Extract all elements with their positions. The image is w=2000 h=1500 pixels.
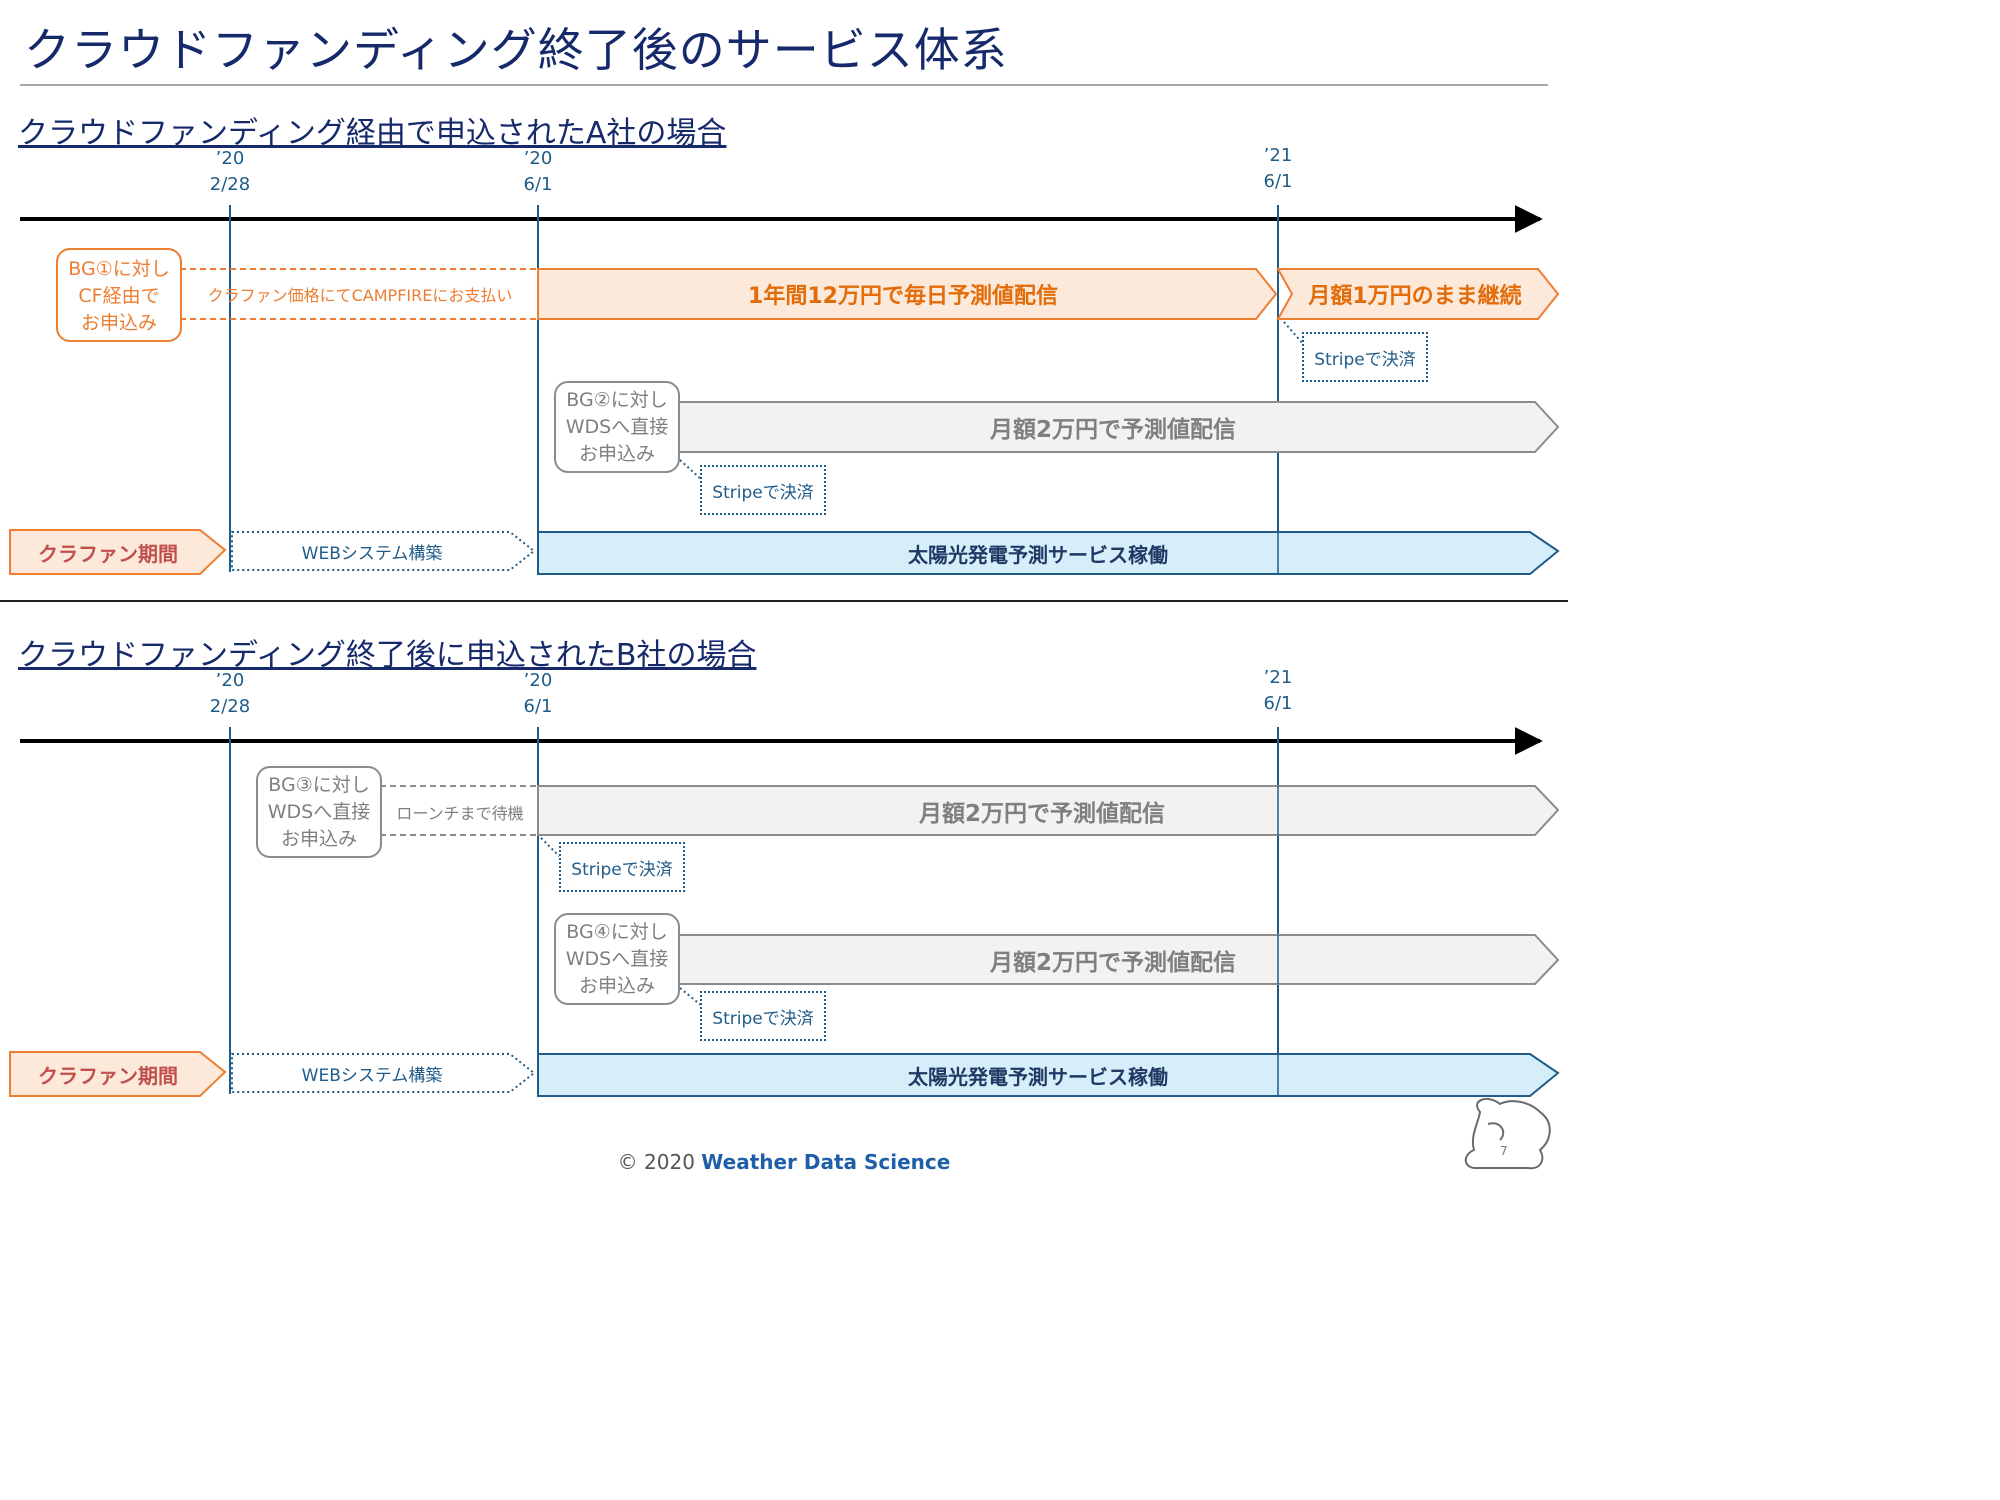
stripe-connector-b2 xyxy=(679,987,703,1007)
continue-monthly-label: 月額1万円のまま継続 xyxy=(1308,284,1522,309)
one-year-arrow xyxy=(537,268,1278,320)
date-label-a-0601-20: ’20 6/1 xyxy=(523,148,553,195)
date-label-a-0228: ’20 2/28 xyxy=(209,148,251,195)
wait-until-launch-label: ローンチまで待機 xyxy=(396,804,524,823)
service-launch-label: 太陽光発電予測サービス稼働 xyxy=(908,542,1168,567)
web-build-arrow-a xyxy=(231,531,536,571)
stripe-connector-a2 xyxy=(679,459,703,481)
bg1-application-bubble: BG①に対し CF経由で お申込み xyxy=(56,248,182,342)
stripe-payment-note: Stripeで決済 xyxy=(700,465,826,515)
section-b-heading: クラウドファンディング終了後に申込されたB社の場合 xyxy=(18,638,757,673)
rabbit-mascot-icon xyxy=(1464,1097,1551,1170)
web-build-arrow-b xyxy=(231,1053,536,1093)
stripe-connector-b1 xyxy=(540,837,562,859)
monthly-delivery-label: 月額2万円で予測値配信 xyxy=(918,800,1165,827)
section-divider xyxy=(0,600,1568,602)
footer-copyright: © 2020 Weather Data Science xyxy=(0,1150,1568,1174)
stripe-payment-note: Stripeで決済 xyxy=(700,991,826,1041)
stripe-connector-a1 xyxy=(1283,321,1305,346)
one-year-delivery-label: 1年間12万円で毎日予測値配信 xyxy=(748,284,1058,309)
date-label-b-0601-20: ’20 6/1 xyxy=(523,670,553,717)
date-label-b-0601-21: ’21 6/1 xyxy=(1263,667,1293,714)
bg3-application-bubble: BG③に対し WDSへ直接 お申込み xyxy=(256,766,382,858)
service-arrow-b xyxy=(537,1053,1560,1097)
service-launch-label: 太陽光発電予測サービス稼働 xyxy=(908,1064,1168,1089)
monthly-arrow-b1 xyxy=(537,785,1560,836)
bg2-application-bubble: BG②に対し WDSへ直接 お申込み xyxy=(554,381,680,473)
campfire-payment-label: クラファン価格にてCAMPFIREにお支払い xyxy=(207,286,513,305)
service-arrow-a xyxy=(537,531,1560,575)
web-build-label: WEBシステム構築 xyxy=(301,1065,443,1086)
bg4-application-bubble: BG④に対し WDSへ直接 お申込み xyxy=(554,913,680,1005)
section-a-heading: クラウドファンディング経由で申込されたA社の場合 xyxy=(18,116,727,151)
stripe-payment-note: Stripeで決済 xyxy=(559,842,685,892)
page-title: クラウドファンディング終了後のサービス体系 xyxy=(24,23,1008,77)
title-divider xyxy=(20,84,1548,86)
monthly-delivery-label: 月額2万円で予測値配信 xyxy=(989,949,1236,976)
date-label-a-0601-21: ’21 6/1 xyxy=(1263,145,1293,192)
stripe-payment-note: Stripeで決済 xyxy=(1302,332,1428,382)
web-build-label: WEBシステム構築 xyxy=(301,543,443,564)
cf-period-label: クラファン期間 xyxy=(38,541,178,566)
cf-period-arrow-b xyxy=(9,1051,227,1097)
copyright-text: © 2020 xyxy=(617,1150,695,1174)
cf-period-label: クラファン期間 xyxy=(38,1063,178,1088)
monthly-delivery-label: 月額2万円で予測値配信 xyxy=(989,417,1236,443)
date-label-b-0228: ’20 2/28 xyxy=(209,670,251,717)
brand-name: Weather Data Science xyxy=(701,1150,951,1174)
continue-arrow xyxy=(1276,268,1560,320)
page-number: 7 xyxy=(1500,1144,1508,1158)
cf-period-arrow-a xyxy=(9,529,227,575)
timeline-diagram xyxy=(9,205,1560,1170)
